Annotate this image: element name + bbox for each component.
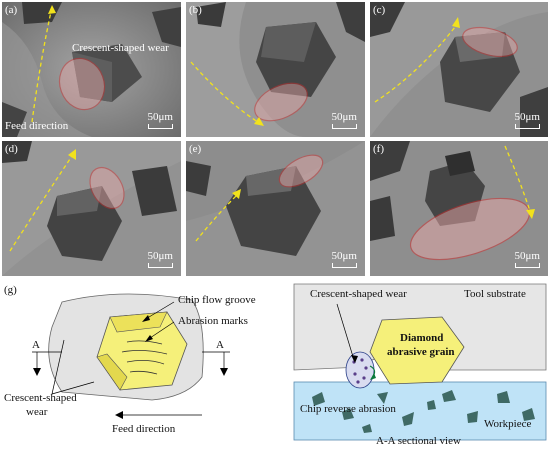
sem-panel-b: (b) 50μm [186, 2, 365, 137]
panel-label: (a) [5, 4, 18, 16]
panel-label: (d) [5, 143, 18, 155]
tool-substrate-label: Tool substrate [464, 288, 526, 300]
scale-bar: 50μm [514, 250, 540, 268]
scale-bar: 50μm [331, 250, 357, 268]
panel-label: (b) [189, 4, 202, 16]
sem-panel-d: (d) 50μm [2, 141, 181, 276]
feed-direction-label: Feed direction [5, 120, 69, 132]
sem-panel-f: (f) 50μm [370, 141, 548, 276]
section-a-left: A [32, 339, 40, 351]
diamond-grain-label-1: Diamond [400, 332, 444, 344]
schematic-drawing [32, 293, 230, 419]
feed-direction-label-g: Feed direction [112, 423, 176, 435]
sectional-drawing [293, 283, 547, 441]
crescent-wear-label-section: Crescent-shaped wear [310, 288, 407, 300]
sem-panel-e: (e) 50μm [186, 141, 365, 276]
workpiece-label: Workpiece [484, 418, 532, 430]
scale-bar: 50μm [147, 111, 173, 129]
scale-bar: 50μm [331, 111, 357, 129]
crescent-wear-label-g2: wear [26, 406, 48, 418]
chip-reverse-abrasion-label: Chip reverse abrasion [300, 403, 396, 415]
sectional-view-caption: A-A sectional view [376, 435, 461, 447]
abrasion-marks-label: Abrasion marks [178, 315, 248, 327]
chip-flow-groove-label: Chip flow groove [178, 294, 256, 306]
panel-label: (f) [373, 143, 384, 155]
diamond-grain-label-2: abrasive grain [387, 346, 455, 358]
sectional-view-panel: Crescent-shaped wear Tool substrate Diam… [292, 282, 548, 450]
crescent-wear-label: Crescent-shaped wear [72, 42, 169, 54]
panel-label: (c) [373, 4, 386, 16]
sem-panel-a: (a) Crescent-shaped wear Feed direction … [2, 2, 181, 137]
sem-panel-c: (c) 50μm [370, 2, 548, 137]
crescent-wear-label-g1: Crescent-shaped [4, 392, 77, 404]
section-a-right: A [216, 339, 224, 351]
schematic-panel: (g) Chip flow groove Abrasion marks A A … [2, 282, 280, 450]
scale-bar: 50μm [147, 250, 173, 268]
scale-bar: 50μm [514, 111, 540, 129]
panel-label: (e) [189, 143, 202, 155]
panel-label-g: (g) [4, 284, 17, 296]
